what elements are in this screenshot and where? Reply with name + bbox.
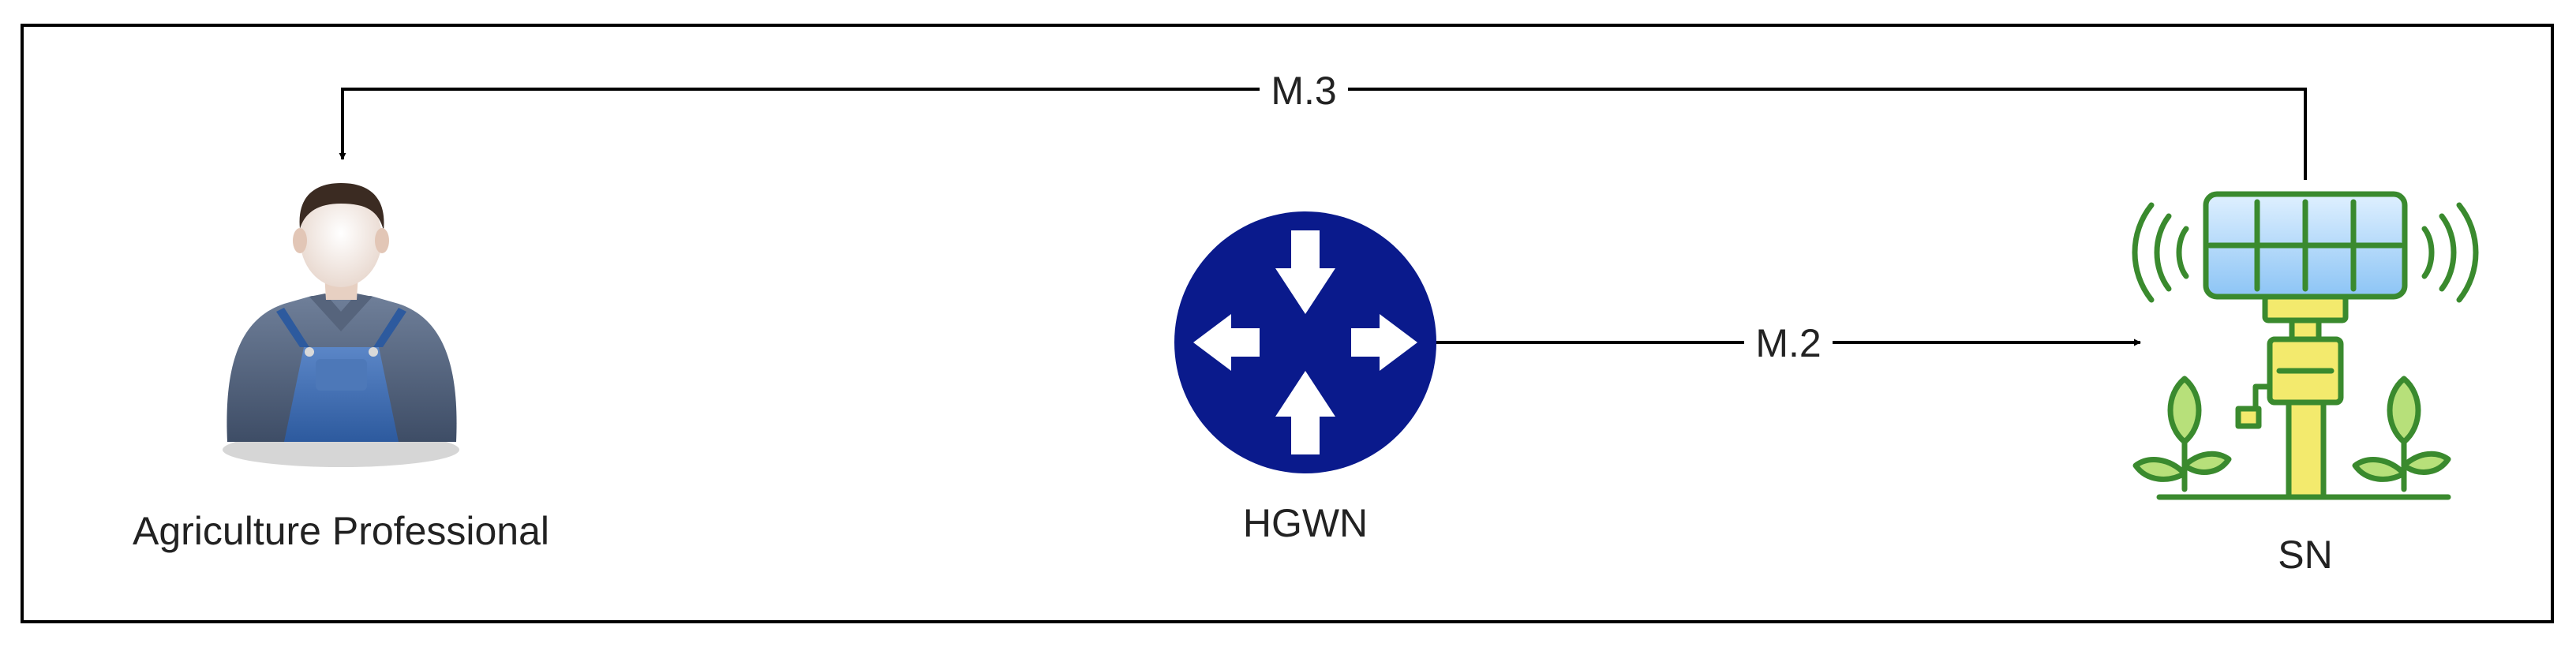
node-sn: SN <box>2132 191 2479 577</box>
smart-farm-sensor-icon <box>2132 191 2479 500</box>
router-icon <box>1174 211 1436 473</box>
node-hgwn-label: HGWN <box>1243 501 1368 545</box>
node-agriculture-professional-label: Agriculture Professional <box>133 509 549 553</box>
diagram-border <box>21 24 2554 623</box>
node-sn-label: SN <box>2278 533 2332 577</box>
edge-m2: M.2 <box>1435 320 2141 366</box>
node-agriculture-professional: Agriculture Professional <box>133 183 549 553</box>
edge-m3: M.3 <box>339 66 2307 180</box>
edge-m3-label-bg <box>1260 66 1348 112</box>
edge-m3-label: M.3 <box>1271 69 1336 113</box>
edge-m2-label-bg <box>1744 320 1833 366</box>
edge-m2-label: M.2 <box>1755 321 1821 365</box>
farmer-person-icon <box>223 183 459 467</box>
node-hgwn: HGWN <box>1174 211 1436 545</box>
